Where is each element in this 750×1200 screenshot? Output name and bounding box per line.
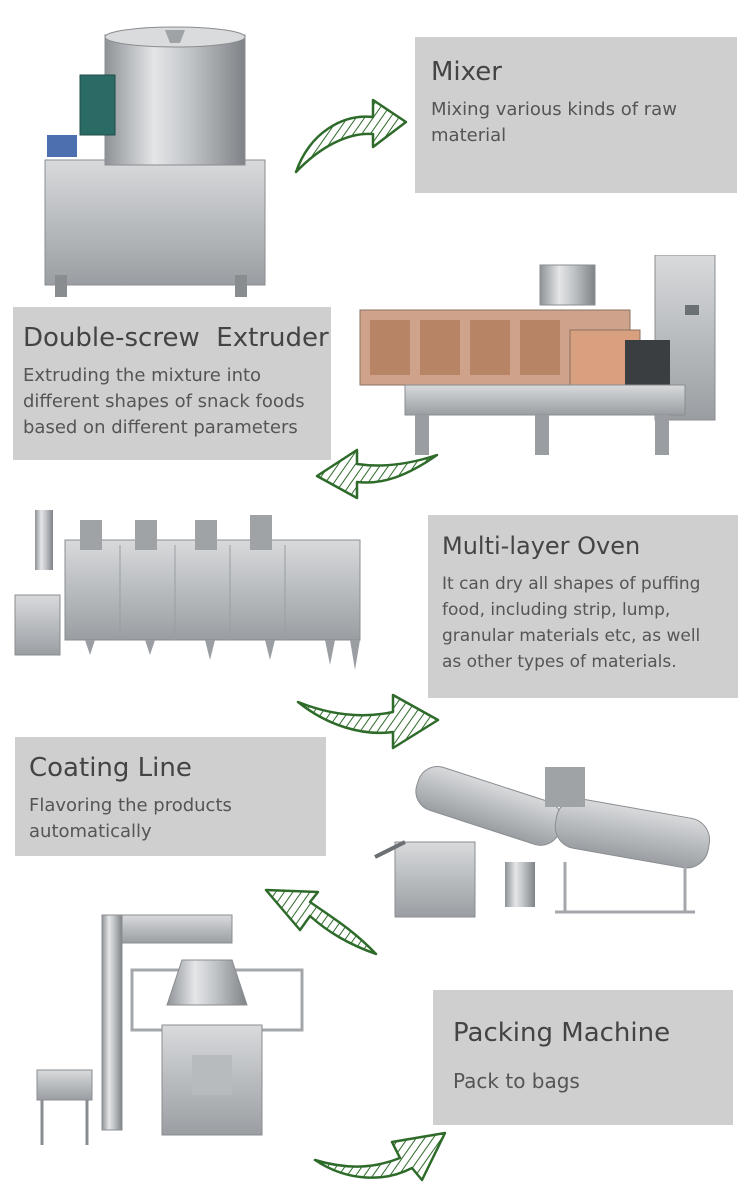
step-title: Packing Machine [453, 1018, 671, 1048]
flow-arrow-icon [264, 888, 378, 956]
flow-arrow-icon [294, 98, 408, 174]
step-description: It can dry all shapes of puffing food, i… [442, 574, 701, 672]
step-description: Extruding the mixture into different sha… [23, 365, 305, 438]
mixer-machine-image [44, 26, 266, 297]
step-coating-box: Coating Line Flavoring the products auto… [15, 737, 326, 856]
step-extruder-box: Double-screw Extruder Extruding the mixt… [13, 307, 331, 460]
flow-arrow-icon [313, 1131, 447, 1182]
step-title: Multi-layer Oven [442, 532, 641, 560]
step-oven-box: Multi-layer Oven It can dry all shapes o… [428, 515, 738, 698]
oven-machine-image [14, 510, 361, 670]
flow-arrow-icon [315, 448, 439, 500]
step-title: Double-screw Extruder [23, 323, 329, 353]
extruder-machine-image [359, 255, 716, 455]
step-title: Coating Line [29, 753, 192, 783]
packing-machine-image [36, 914, 304, 1145]
step-description: Flavoring the products automatically [29, 795, 232, 842]
coating-line-machine-image [374, 766, 711, 918]
step-description: Mixing various kinds of raw material [431, 99, 677, 146]
step-mixer-box: Mixer Mixing various kinds of raw materi… [415, 37, 737, 193]
step-packing-box: Packing Machine Pack to bags [433, 990, 733, 1125]
step-description: Pack to bags [453, 1069, 580, 1093]
flow-arrow-icon [296, 693, 440, 750]
step-title: Mixer [431, 57, 502, 87]
